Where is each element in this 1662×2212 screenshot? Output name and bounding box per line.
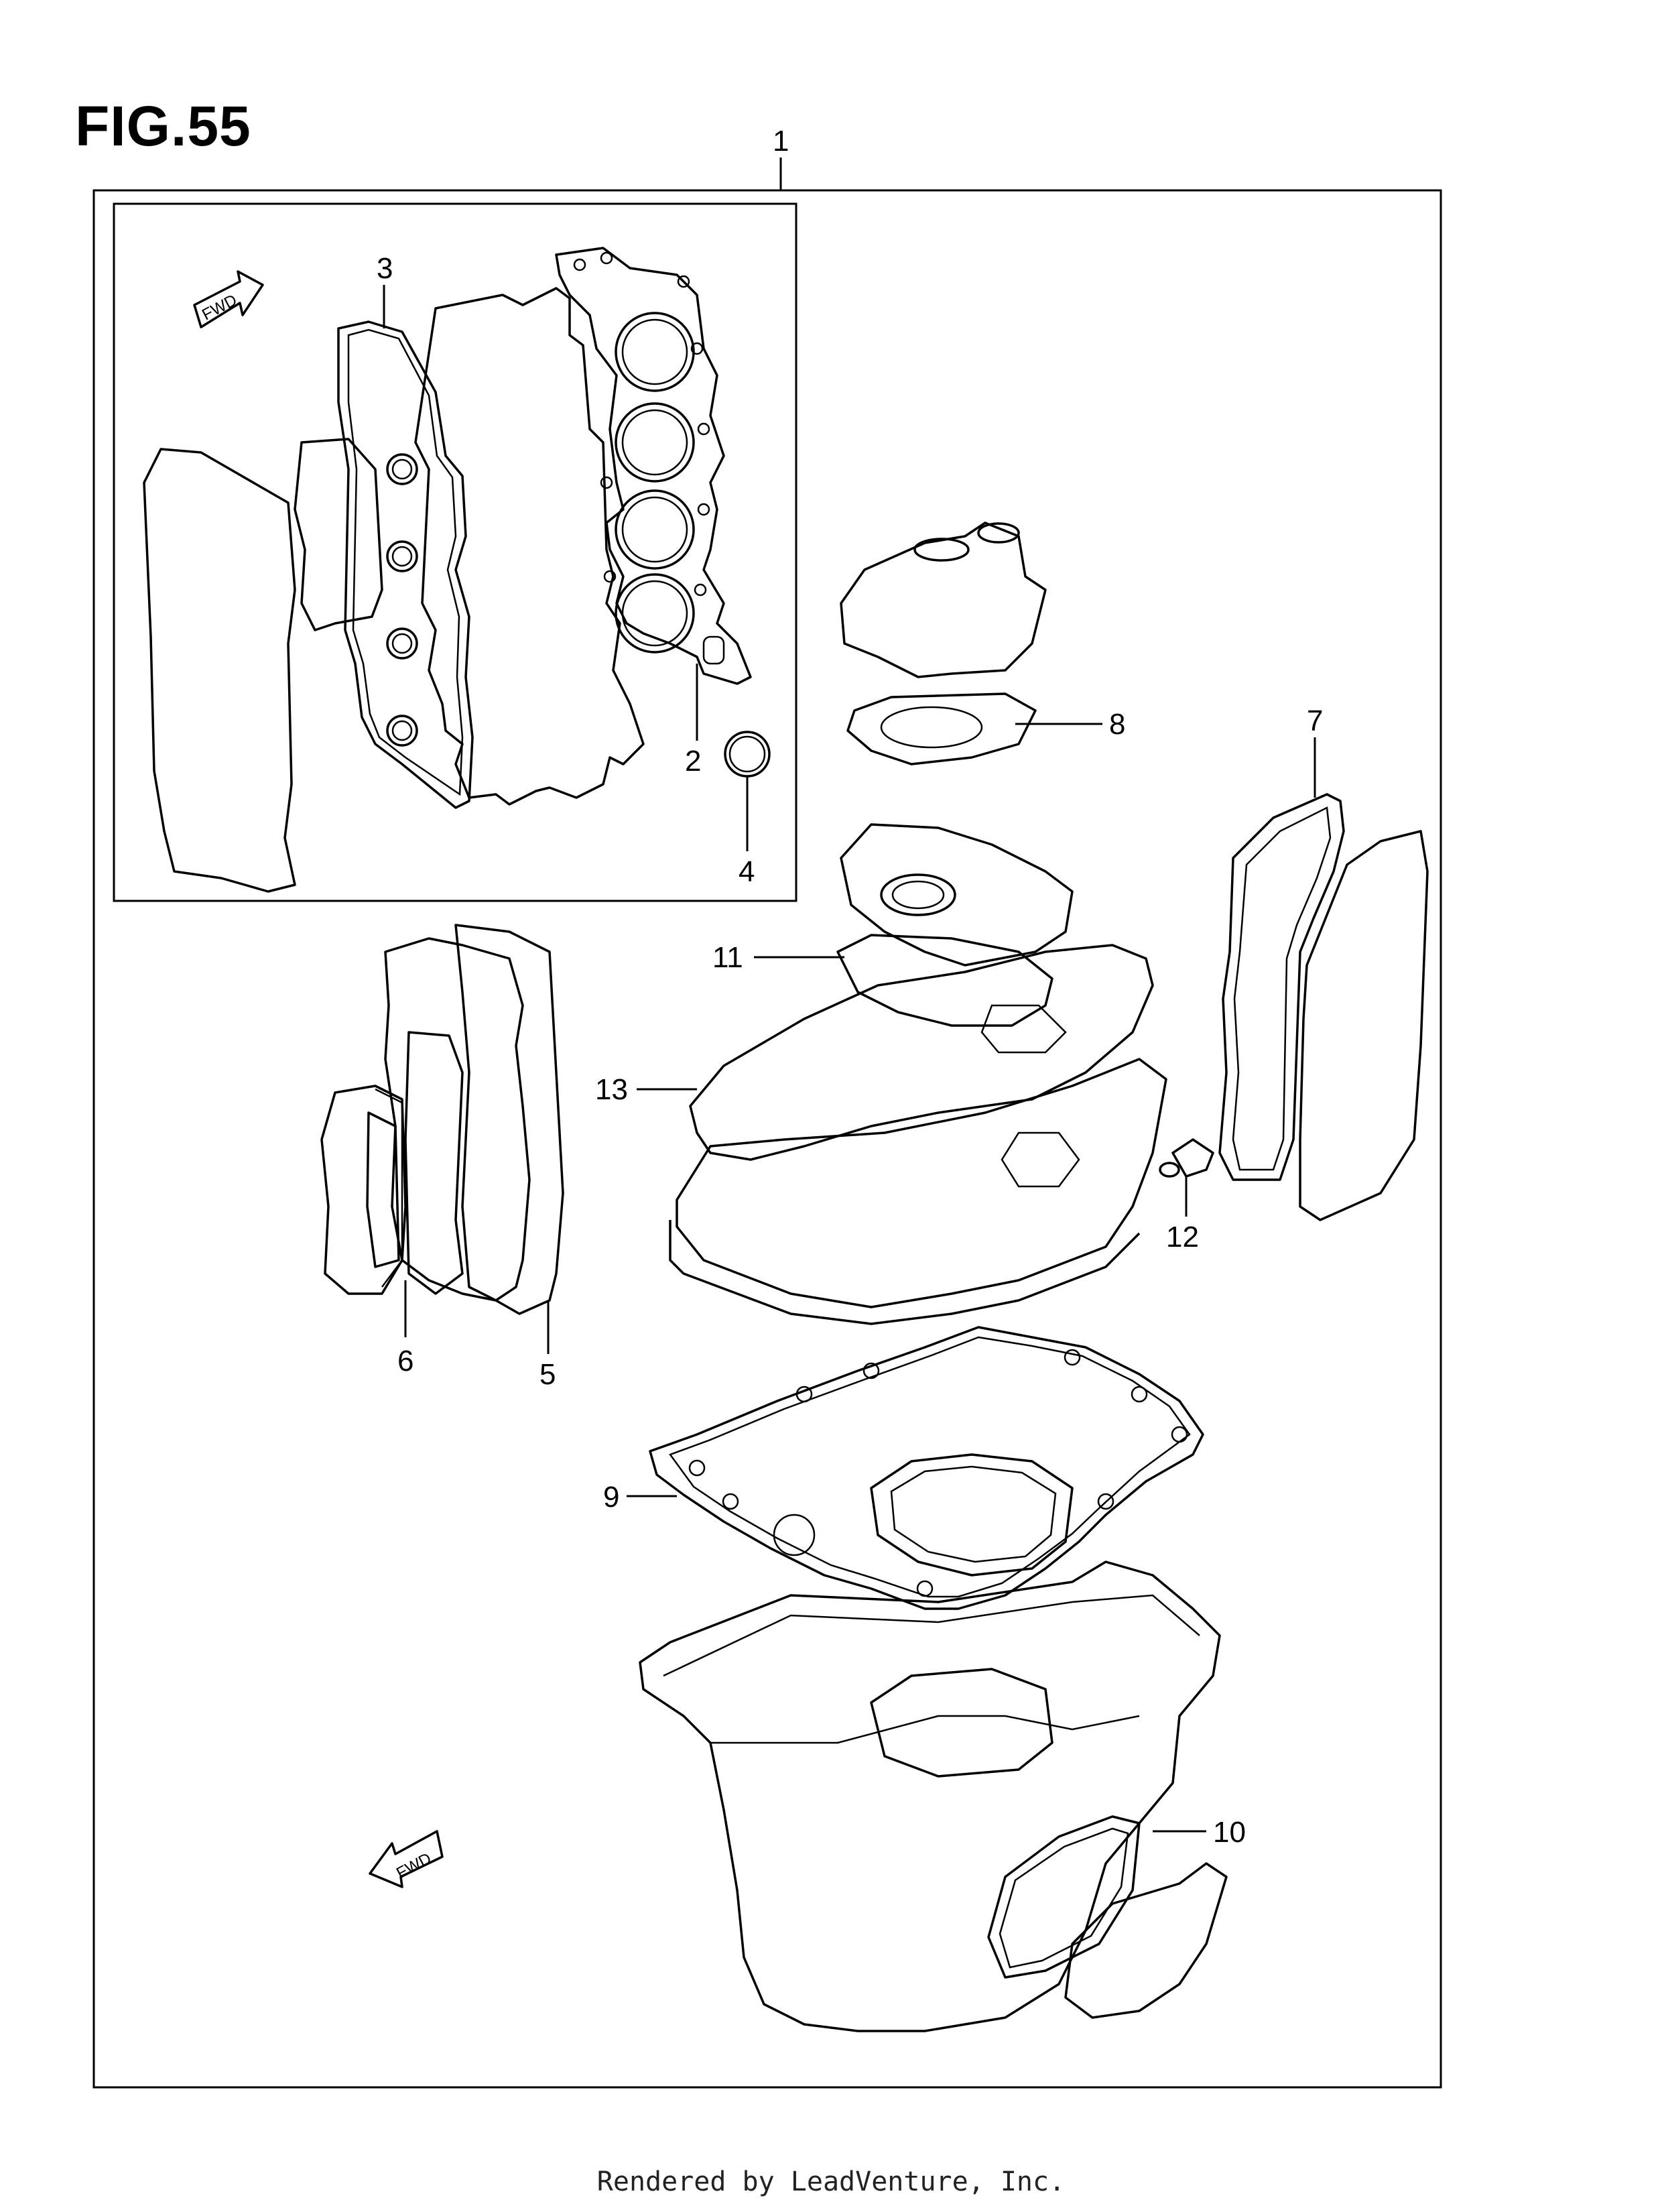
callout-9: 9 [603, 1481, 619, 1514]
crankcase-cover [669, 823, 1214, 1325]
figure-title: FIG.55 [75, 95, 251, 158]
exhaust-cover-gasket [1218, 793, 1429, 1221]
callout-4: 4 [739, 855, 755, 888]
fwd-arrow-icon: FWD [369, 1830, 444, 1888]
callout-labels: 1 2 3 4 5 6 7 8 9 10 11 12 13 [377, 125, 1323, 1849]
footer-credit: Rendered by LeadVenture, Inc. [596, 2166, 1066, 2197]
callout-8: 8 [1109, 708, 1125, 741]
side-cover-gasket [143, 438, 383, 893]
oil-pan [639, 1560, 1228, 2032]
leader-lines [383, 158, 1316, 1833]
oil-pan-gasket [649, 1326, 1204, 1610]
kit-frame [92, 189, 1442, 2089]
plate-gasket [320, 924, 564, 1315]
cam-cover-gasket [337, 320, 474, 809]
callout-2: 2 [685, 745, 701, 778]
head-kit-frame [113, 202, 797, 902]
callout-7: 7 [1307, 704, 1323, 737]
callout-5: 5 [539, 1358, 556, 1391]
callout-1: 1 [773, 125, 789, 158]
fwd-arrow-icon: FWD [193, 270, 264, 328]
cylinder-head-gasket [414, 247, 752, 806]
o-ring [724, 731, 771, 778]
callout-6: 6 [397, 1345, 413, 1377]
callout-12: 12 [1166, 1221, 1199, 1253]
callout-13: 13 [595, 1073, 628, 1106]
callout-3: 3 [377, 252, 393, 285]
callout-11: 11 [712, 941, 743, 974]
thermostat-housing [840, 521, 1047, 765]
callout-10: 10 [1213, 1816, 1246, 1849]
